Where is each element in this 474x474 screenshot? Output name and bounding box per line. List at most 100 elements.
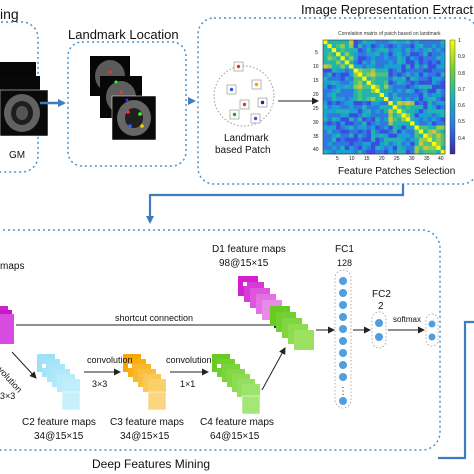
heatmap-cell xyxy=(349,97,354,102)
heatmap-cell xyxy=(401,64,407,69)
heatmap-cell xyxy=(388,113,394,118)
heatmap-cell xyxy=(344,60,350,65)
heatmap-cell xyxy=(340,109,346,114)
heatmap-cell xyxy=(344,40,350,45)
heatmap-cell xyxy=(414,125,420,130)
heatmap-cell xyxy=(366,133,372,139)
heatmap-cell xyxy=(362,117,367,122)
heatmap-cell xyxy=(427,145,433,151)
heatmap-cell xyxy=(418,137,424,143)
heatmap-cell xyxy=(336,149,341,155)
y-tick: 5 xyxy=(315,50,318,56)
heatmap-cell xyxy=(379,64,385,69)
heatmap-cell xyxy=(336,137,341,143)
heatmap-cell xyxy=(327,40,333,45)
heatmap-cell xyxy=(418,68,424,73)
heatmap-cell xyxy=(440,56,446,61)
heatmap-cell xyxy=(384,113,389,118)
heatmap-cell xyxy=(397,101,402,106)
heatmap-cell xyxy=(388,44,394,49)
fc2-node xyxy=(375,333,383,341)
landmark-patch-label-2: based Patch xyxy=(215,145,271,156)
heatmap-cell xyxy=(340,101,346,106)
heatmap-cell xyxy=(418,105,424,110)
brain-slices-left xyxy=(0,62,49,137)
heatmap-cell xyxy=(431,76,437,82)
heatmap-cell xyxy=(331,113,337,118)
heatmap-cell xyxy=(423,129,428,134)
heatmap-cell xyxy=(366,117,372,122)
heatmap-cell xyxy=(353,84,359,90)
heatmap-cell xyxy=(397,64,402,69)
heatmap-cell xyxy=(375,88,380,94)
heatmap-cell xyxy=(436,84,441,90)
heatmap-cell xyxy=(410,145,415,151)
d1-title: D1 feature maps xyxy=(212,244,286,255)
heatmap-cell xyxy=(379,97,385,102)
heatmap-cell xyxy=(323,133,328,139)
heatmap-cell xyxy=(336,64,341,69)
heatmap-cell xyxy=(431,68,437,73)
heatmap-cell xyxy=(405,80,411,86)
heatmap-cell xyxy=(379,109,385,114)
heatmap-cell xyxy=(349,52,354,57)
heatmap-cell xyxy=(357,105,363,110)
heatmap-cell xyxy=(388,145,394,151)
heatmap-cell xyxy=(331,145,337,151)
heatmap-cell xyxy=(362,60,367,65)
heatmap-cell xyxy=(344,44,350,49)
heatmap-cell xyxy=(414,52,420,57)
heatmap-cell xyxy=(392,76,398,82)
heatmap-cell xyxy=(379,145,385,151)
heatmap-cell xyxy=(410,133,415,139)
heatmap-cell xyxy=(414,149,420,155)
preprocessing-panel xyxy=(0,21,39,173)
heatmap-cell xyxy=(436,64,441,69)
heatmap-cell xyxy=(414,121,420,126)
heatmap-cell xyxy=(357,137,363,143)
heatmap-cell xyxy=(379,80,385,86)
heatmap-cell xyxy=(440,64,446,69)
heatmap-cell xyxy=(384,137,389,143)
heatmap-cell xyxy=(323,72,328,77)
heatmap-cell xyxy=(344,48,350,53)
x-tick: 15 xyxy=(364,156,370,162)
heatmap-cell xyxy=(353,64,359,69)
heatmap-cell xyxy=(418,97,424,102)
heatmap-cell xyxy=(397,88,402,94)
heatmap-cell xyxy=(370,80,376,86)
heatmap-cell xyxy=(388,125,394,130)
heatmap-cell xyxy=(392,84,398,90)
heatmap-cell xyxy=(336,133,341,139)
heatmap-cell xyxy=(431,60,437,65)
heatmap-cell xyxy=(331,76,337,82)
heatmap-cell xyxy=(397,84,402,90)
heatmap-cell xyxy=(344,72,350,77)
heatmap-cell xyxy=(410,60,415,65)
heatmap-cell xyxy=(392,60,398,65)
fc1-units: 128 xyxy=(337,258,353,268)
heatmap-cell xyxy=(410,68,415,73)
heatmap-cell xyxy=(410,149,415,155)
heatmap-cell xyxy=(375,56,380,61)
heatmap-cell xyxy=(327,145,333,151)
heatmap-cell xyxy=(401,129,407,134)
heatmap-cell xyxy=(336,129,341,134)
heatmap-cell xyxy=(410,101,415,106)
heatmap-cell xyxy=(423,113,428,118)
heatmap-cell xyxy=(323,40,328,45)
heatmap-cell xyxy=(331,105,337,110)
heatmap-cell xyxy=(392,145,398,151)
heatmap-cell xyxy=(423,125,428,130)
heatmap-cell xyxy=(436,113,441,118)
heatmap-cell xyxy=(370,84,376,90)
heatmap-cell xyxy=(431,40,437,45)
heatmap-cell xyxy=(353,113,359,118)
heatmap-cell xyxy=(414,97,420,102)
heatmap-cell xyxy=(384,97,389,102)
heatmap-cell xyxy=(431,92,437,98)
heatmap-cell xyxy=(357,125,363,130)
heatmap-cell xyxy=(401,80,407,86)
heatmap-cell xyxy=(405,76,411,82)
heatmap-cell xyxy=(349,105,354,110)
